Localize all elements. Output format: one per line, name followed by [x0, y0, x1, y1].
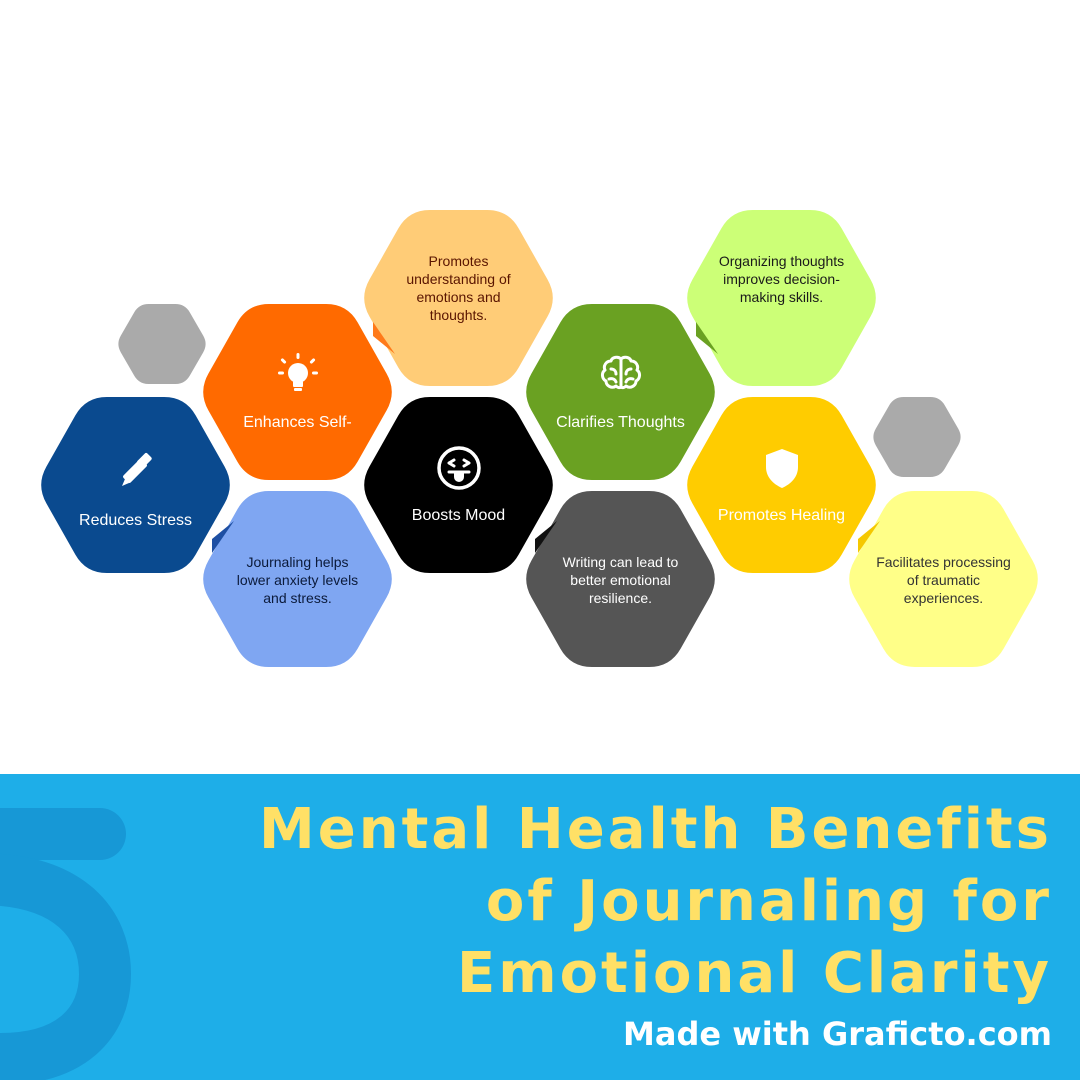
lightbulb-icon	[277, 353, 318, 391]
hexagon-fill	[41, 397, 230, 573]
corner-fold-shape	[696, 322, 718, 354]
graficto-logo-icon	[0, 808, 132, 1080]
description-text: Writing can lead to better emotional res…	[562, 554, 679, 606]
hexagon-shape	[41, 397, 230, 573]
hexagon-fill	[203, 491, 392, 667]
hexagon-fill	[873, 397, 961, 477]
description-hexagon-decision: Organizing thoughts improves decision-ma…	[682, 210, 881, 386]
credit-text: Made with Graficto.com	[623, 1015, 1052, 1053]
tongue-face-icon	[436, 446, 481, 490]
brain-icon	[600, 355, 641, 390]
hexagon-shape	[118, 304, 206, 384]
corner-fold-shape	[858, 521, 880, 553]
corner-fold-shape	[535, 521, 557, 553]
corner-fold	[212, 521, 234, 558]
hexagon-enhances-self: Enhances Self-	[198, 304, 397, 480]
corner-fold	[535, 521, 557, 558]
hexagon-label: Clarifies Thoughts	[556, 414, 685, 431]
hexagon-shape	[526, 304, 715, 480]
hexagon-shape	[203, 491, 392, 667]
hexagon-fill	[118, 304, 206, 384]
description-hexagon-resilience: Writing can lead to better emotional res…	[521, 491, 720, 667]
hexagon-fill	[526, 491, 715, 667]
page-title: Mental Health Benefits of Journaling for…	[259, 797, 1052, 1006]
description-text: Facilitates processing of traumatic expe…	[876, 554, 1011, 606]
decorative-hexagon-right	[871, 397, 963, 477]
corner-fold	[373, 322, 395, 359]
corner-fold-shape	[212, 521, 234, 553]
corner-fold	[858, 521, 880, 558]
description-text: Journaling helps lower anxiety levels an…	[236, 554, 359, 606]
decorative-hexagon-left	[116, 304, 208, 384]
hexagon-clarifies-thoughts: Clarifies Thoughts	[521, 304, 720, 480]
description-hexagon-understanding: Promotes understanding of emotions and t…	[359, 210, 558, 386]
hexagon-shape	[849, 491, 1038, 667]
hexagon-boosts-mood: Boosts Mood	[359, 397, 558, 573]
description-hexagon-anxiety: Journaling helps lower anxiety levels an…	[198, 491, 397, 667]
hexagon-shape	[364, 210, 553, 386]
hexagon-shape	[364, 397, 553, 573]
hexagon-label: Enhances Self-	[243, 414, 352, 431]
pen-icon	[121, 453, 152, 486]
hexagon-label: Promotes Healing	[717, 507, 846, 524]
corner-fold-shape	[373, 322, 395, 354]
hexagon-label: Reduces Stress	[79, 512, 192, 529]
hexagon-shape	[687, 210, 876, 386]
shield-icon	[765, 449, 798, 488]
description-text: Organizing thoughts improves decision-ma…	[718, 253, 845, 305]
hexagon-promotes-healing: Promotes Healing	[682, 397, 881, 573]
description-hexagon-traumatic: Facilitates processing of traumatic expe…	[844, 491, 1043, 667]
hexagon-shape	[873, 397, 961, 477]
hexagon-fill	[364, 397, 553, 573]
hexagon-reduces-stress: Reduces Stress	[36, 397, 235, 573]
hexagon-fill	[687, 210, 876, 386]
hexagon-shape	[203, 304, 392, 480]
hexagon-fill	[526, 304, 715, 480]
title-banner: Mental Health Benefits of Journaling for…	[0, 774, 1080, 1080]
hexagon-fill	[364, 210, 553, 386]
hexagon-shape	[526, 491, 715, 667]
corner-fold	[696, 322, 718, 359]
hexagon-fill	[203, 304, 392, 480]
hexagon-label: Boosts Mood	[411, 507, 506, 524]
hexagon-fill	[849, 491, 1038, 667]
description-text: Promotes understanding of emotions and t…	[406, 253, 511, 323]
